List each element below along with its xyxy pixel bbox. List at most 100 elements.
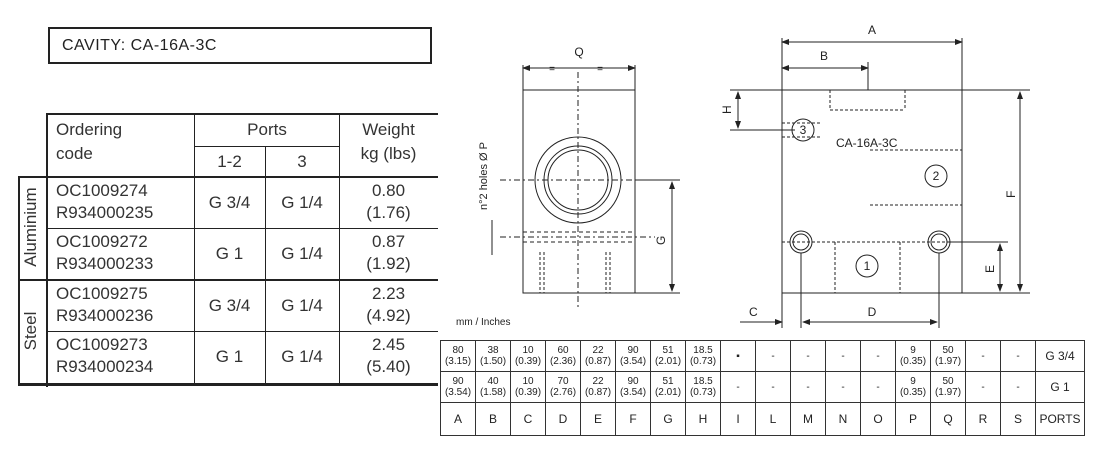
weight-lbs: (5.40) — [366, 357, 411, 376]
dim-cell: 9(0.35) — [895, 340, 931, 372]
dim-header-g: G — [650, 402, 686, 436]
dim-cell: - — [825, 371, 861, 403]
cavity-drawing-label: CA-16A-3C — [836, 136, 898, 150]
dim-port: G 1 — [1035, 371, 1085, 403]
dim-header-s: S — [1000, 402, 1036, 436]
port-2-number: 2 — [933, 169, 940, 183]
technical-drawing: Q = = n°2 holes Ø P G A B H F E C D CA-1… — [456, 23, 1030, 328]
dim-cell: - — [1000, 340, 1036, 372]
weight-lbs: (1.76) — [366, 203, 411, 222]
dim-cell: 80(3.15) — [440, 340, 476, 372]
dim-cell: - — [790, 371, 826, 403]
dim-cell: 18.5(0.73) — [685, 340, 721, 372]
dim-cell: 40(1.58) — [475, 371, 511, 403]
order-code-alt: R934000235 — [56, 203, 154, 222]
dim-cell: 90(3.54) — [615, 340, 651, 372]
header-weight-unit: kg (lbs) — [360, 144, 417, 163]
order-code: OC1009272 — [56, 232, 148, 251]
dim-A: A — [868, 23, 876, 37]
port-1-marker — [855, 254, 879, 278]
port-3: G 1/4 — [281, 347, 323, 366]
dim-D: D — [868, 305, 877, 319]
dim-header-f: F — [615, 402, 651, 436]
order-code: OC1009274 — [56, 181, 148, 200]
dim-G: G — [654, 236, 668, 245]
svg-text:=: = — [549, 64, 555, 75]
order-code-alt: R934000234 — [56, 357, 154, 376]
port-3: G 1/4 — [281, 244, 323, 263]
dim-header-c: C — [510, 402, 546, 436]
dim-cell: 22(0.87) — [580, 340, 616, 372]
dim-F: F — [1004, 191, 1018, 198]
cavity-label: CAVITY: CA-16A-3C — [48, 27, 432, 64]
table-row: OC1009274 R934000235 G 3/4 G 1/4 0.80 (1… — [18, 178, 438, 229]
dim-cell: - — [720, 371, 756, 403]
dim-B: B — [820, 49, 828, 63]
dim-header-n: N — [825, 402, 861, 436]
dim-cell: - — [965, 340, 1001, 372]
dim-header-d: D — [545, 402, 581, 436]
units-label: mm / Inches — [456, 317, 510, 328]
dim-cell: 60(2.36) — [545, 340, 581, 372]
weight-kg: 0.80 — [371, 181, 406, 200]
port-2-marker — [924, 164, 948, 188]
dim-cell: 90(3.54) — [440, 371, 476, 403]
dim-cell: - — [965, 371, 1001, 403]
dim-cell: 38(1.50) — [475, 340, 511, 372]
dim-header-a: A — [440, 402, 476, 436]
dim-header-i: I — [720, 402, 756, 436]
dim-cell: - — [755, 371, 791, 403]
table-row: OC1009275 R934000236 G 3/4 G 1/4 2.23 (4… — [18, 281, 438, 332]
weight-kg: 2.23 — [371, 284, 406, 303]
dim-header-e: E — [580, 402, 616, 436]
header-port-1-2: 1-2 — [217, 152, 242, 171]
dim-header-p: P — [895, 402, 931, 436]
order-code-alt: R934000233 — [56, 254, 154, 273]
weight-kg: 2.45 — [371, 335, 406, 354]
weight-lbs: (4.92) — [366, 306, 411, 325]
dim-cell: ▪ — [720, 340, 756, 372]
dim-cell: - — [860, 371, 896, 403]
dim-cell: 10(0.39) — [510, 340, 546, 372]
svg-text:=: = — [597, 64, 603, 75]
port-1-2: G 3/4 — [208, 193, 251, 212]
dim-header-ports: PORTS — [1035, 402, 1085, 436]
dim-header-b: B — [475, 402, 511, 436]
dim-port: G 3/4 — [1035, 340, 1085, 372]
port-3: G 1/4 — [281, 296, 323, 315]
weight-kg: 0.87 — [371, 232, 406, 251]
dim-cell: 9(0.35) — [895, 371, 931, 403]
dim-cell: - — [790, 340, 826, 372]
dim-cell: 51(2.01) — [650, 371, 686, 403]
order-code: OC1009275 — [56, 284, 148, 303]
header-port-3: 3 — [297, 152, 307, 171]
dim-cell: 22(0.87) — [580, 371, 616, 403]
dim-header-q: Q — [930, 402, 966, 436]
side-view-body — [522, 89, 636, 294]
dim-cell: 10(0.39) — [510, 371, 546, 403]
header-ports: Ports — [247, 120, 287, 139]
dim-cell: 18.5(0.73) — [685, 371, 721, 403]
dim-cell: 50(1.97) — [930, 371, 966, 403]
port-3-number: 3 — [800, 123, 807, 137]
dim-cell: - — [825, 340, 861, 372]
port-1-number: 1 — [864, 259, 871, 273]
dim-row: 80(3.15)38(1.50)10(0.39)60(2.36)22(0.87)… — [440, 340, 1085, 372]
dim-holes-label: n°2 holes Ø P — [478, 142, 490, 210]
port-1-2: G 1 — [215, 244, 244, 263]
dim-cell: 70(2.76) — [545, 371, 581, 403]
order-code: OC1009273 — [56, 335, 148, 354]
header-ordering: Ordering — [56, 120, 123, 139]
ordering-table: Ordering code Ports 1-2 3 Weight kg (lbs… — [18, 113, 438, 387]
dim-H: H — [720, 105, 734, 114]
table-row: OC1009273 R934000234 G 1 G 1/4 2.45 (5.4… — [18, 332, 438, 383]
port-3: G 1/4 — [281, 193, 323, 212]
dim-Q: Q — [574, 45, 583, 59]
dim-cell: 50(1.97) — [930, 340, 966, 372]
port-1-2: G 1 — [215, 347, 244, 366]
dim-header-m: M — [790, 402, 826, 436]
port-3-marker — [791, 118, 815, 142]
order-code-alt: R934000236 — [56, 306, 154, 325]
dim-cell: 51(2.01) — [650, 340, 686, 372]
